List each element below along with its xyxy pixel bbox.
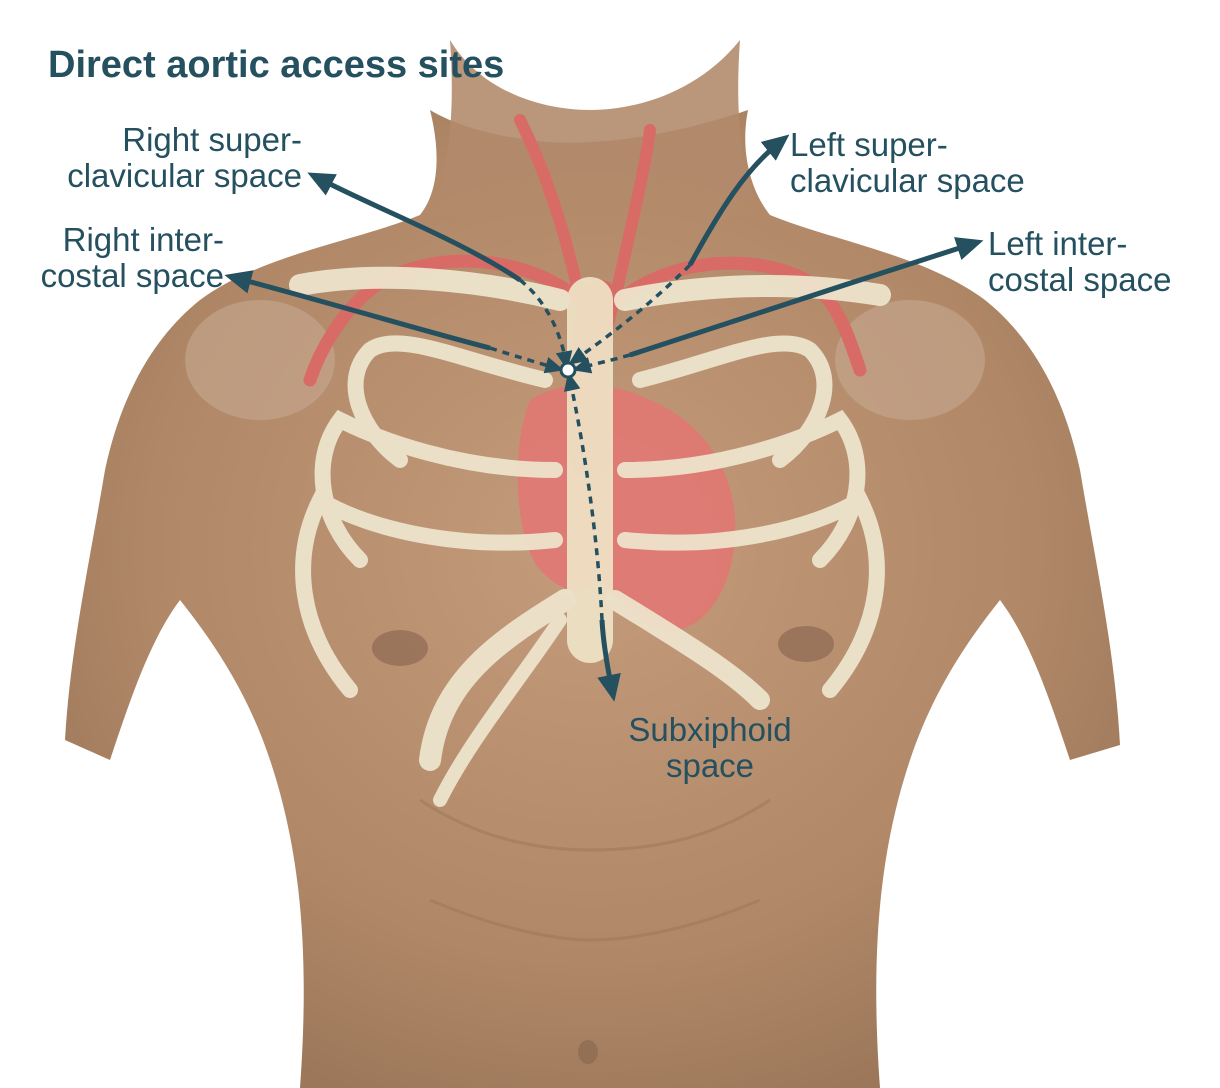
left-nipple	[778, 626, 834, 662]
navel	[578, 1040, 598, 1064]
aortic-target-point	[561, 363, 575, 377]
label-left-intercostal-line2: costal space	[988, 262, 1171, 298]
label-left-supraclavicular-line1: Left super-	[790, 127, 1025, 163]
label-right-supraclavicular-line1: Right super-	[44, 122, 302, 158]
label-left-supraclavicular: Left super- clavicular space	[790, 127, 1025, 199]
right-nipple	[372, 630, 428, 666]
label-right-intercostal-line2: costal space	[16, 258, 224, 294]
label-subxiphoid-line1: Subxiphoid	[610, 712, 810, 748]
label-left-supraclavicular-line2: clavicular space	[790, 163, 1025, 199]
label-left-intercostal: Left inter- costal space	[988, 226, 1171, 298]
label-left-intercostal-line1: Left inter-	[988, 226, 1171, 262]
label-right-supraclavicular: Right super- clavicular space	[44, 122, 302, 194]
label-subxiphoid: Subxiphoid space	[610, 712, 810, 784]
label-right-supraclavicular-line2: clavicular space	[44, 158, 302, 194]
label-subxiphoid-line2: space	[610, 748, 810, 784]
label-right-intercostal-line1: Right inter-	[16, 222, 224, 258]
diagram-title: Direct aortic access sites	[48, 44, 504, 87]
label-right-intercostal: Right inter- costal space	[16, 222, 224, 294]
